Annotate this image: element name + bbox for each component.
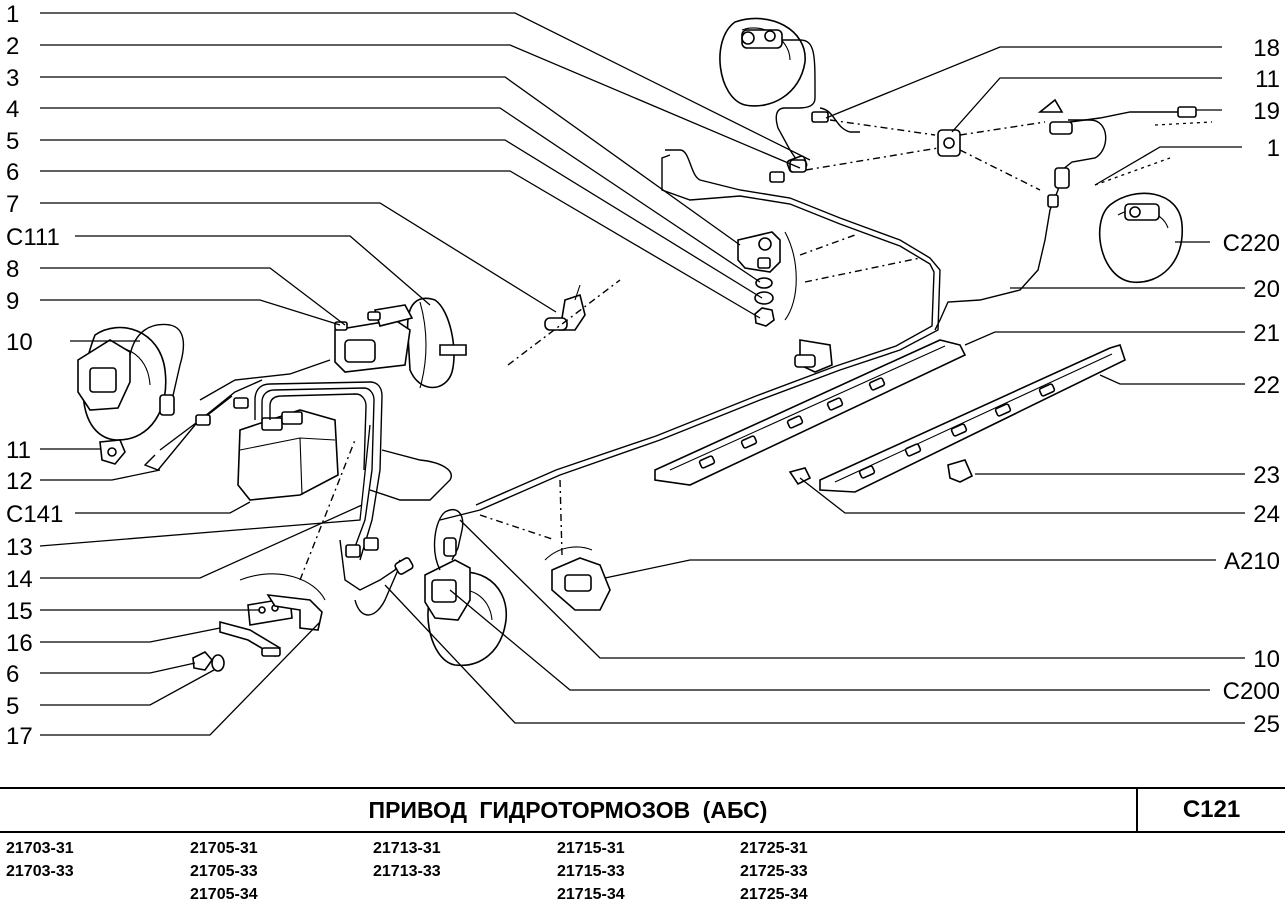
callout-right: 11	[1255, 66, 1280, 93]
model-column: 21705-31 21705-33 21705-34	[190, 837, 370, 906]
model-column: 21725-31 21725-33 21725-34	[740, 837, 920, 906]
callout-left: 15	[6, 598, 33, 625]
leader-lines	[39, 12, 1245, 736]
drawing-code: С121	[1182, 796, 1241, 823]
model-code: 21715-34	[557, 886, 625, 903]
callout-left: 13	[6, 534, 33, 561]
callout-right: 24	[1253, 501, 1280, 528]
callout-right: 19	[1253, 98, 1280, 125]
callout-right: 20	[1253, 276, 1280, 303]
callout-left: 6	[6, 661, 19, 688]
model-column: 21715-31 21715-33 21715-34	[557, 837, 737, 906]
title-block: ПРИВОД ГИДРОТОРМОЗОВ (АБС) С121	[0, 787, 1285, 833]
model-column: 21703-31 21703-33	[6, 837, 186, 883]
callout-right: 25	[1253, 711, 1280, 738]
callout-left: С111	[6, 224, 60, 251]
model-code: 21703-33	[6, 863, 74, 880]
model-code: 21705-31	[190, 840, 258, 857]
pipe-clip-7	[544, 284, 586, 331]
model-code: 21705-34	[190, 886, 258, 903]
rear-tee	[934, 98, 1197, 331]
rear-pipe-bracket	[737, 231, 797, 327]
drawing-title: ПРИВОД ГИДРОТОРМОЗОВ (АБС)	[0, 789, 1138, 831]
model-code: 21713-31	[373, 840, 441, 857]
callout-left: 8	[6, 256, 19, 283]
callout-right: С220	[1223, 230, 1280, 257]
callout-right: 23	[1253, 462, 1280, 489]
callout-left: 1	[6, 1, 19, 28]
front-mount-bracket	[192, 573, 326, 672]
model-code: 21725-34	[740, 886, 808, 903]
brake-booster	[334, 297, 467, 389]
rear-brake-drum-lower	[1098, 192, 1183, 283]
assembly-arrows	[299, 119, 1213, 581]
model-list: 21703-31 21703-33 21705-31 21705-33 21705-34…	[0, 837, 1285, 903]
callout-left: 3	[6, 65, 19, 92]
model-code: 21725-33	[740, 863, 808, 880]
callout-right: 10	[1253, 646, 1280, 673]
callout-right: 1	[1267, 135, 1280, 162]
model-code: 21725-31	[740, 840, 808, 857]
callout-left: 17	[6, 723, 33, 750]
parts-drawing	[77, 17, 1213, 672]
model-code: 21703-31	[6, 840, 74, 857]
sill-bracket-lower	[788, 344, 1126, 493]
model-code: 21705-33	[190, 863, 258, 880]
callout-left: 5	[6, 693, 19, 720]
callout-left: 14	[6, 566, 33, 593]
floor-clip	[544, 546, 611, 611]
callout-left: 10	[6, 329, 33, 356]
front-brake-disc-left	[77, 323, 185, 465]
callout-left: 11	[6, 437, 31, 464]
callout-left: С141	[6, 501, 63, 528]
sill-bracket-upper	[654, 339, 967, 486]
callout-left: 9	[6, 288, 19, 315]
callout-right: 18	[1253, 35, 1280, 62]
model-code: 21715-33	[557, 863, 625, 880]
model-column: 21713-31 21713-33	[373, 837, 553, 883]
front-brake-disc-right	[339, 509, 507, 667]
callout-right: 21	[1253, 320, 1280, 347]
callout-right: 22	[1253, 372, 1280, 399]
callout-left: 12	[6, 468, 33, 495]
callout-left: 6	[6, 159, 19, 186]
callout-right: А210	[1224, 548, 1280, 575]
abs-modulator	[143, 359, 452, 561]
callout-left: 2	[6, 33, 19, 60]
callout-left: 16	[6, 630, 33, 657]
model-code: 21713-33	[373, 863, 441, 880]
model-code: 21715-31	[557, 840, 625, 857]
callout-left: 4	[6, 96, 19, 123]
rear-pipe-run	[439, 149, 941, 521]
callout-left: 7	[6, 191, 19, 218]
callout-right: С200	[1223, 678, 1280, 705]
callout-left: 5	[6, 128, 19, 155]
